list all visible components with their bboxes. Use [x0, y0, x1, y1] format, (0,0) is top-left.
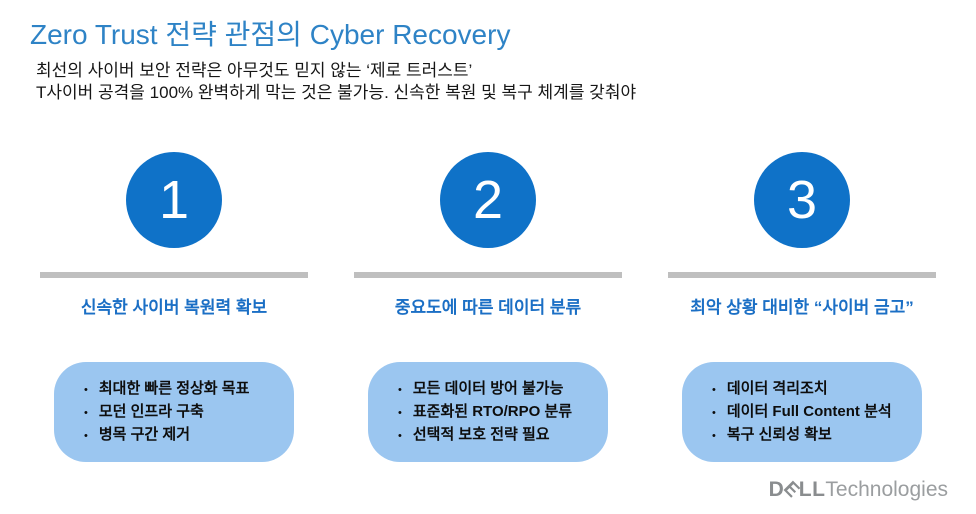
bullet-text: 선택적 보호 전략 필요	[412, 425, 550, 443]
bullet-text: 최대한 빠른 정상화 목표	[98, 379, 250, 397]
divider-bar	[354, 272, 622, 278]
step-1-number: 1	[158, 170, 190, 230]
bullet-icon: •	[712, 406, 716, 419]
bullet-text: 표준화된 RTO/RPO 분류	[412, 402, 573, 420]
bullet-list: • 최대한 빠른 정상화 목표 • 모던 인프라 구축 • 병목 구간 제거	[54, 378, 259, 447]
list-item: • 표준화된 RTO/RPO 분류	[398, 401, 572, 424]
step-2-circle: 2	[440, 152, 536, 248]
step-column-3: 3 최악 상황 대비한 “사이버 금고” • 데이터 격리조치 • 데이터 Full…	[668, 152, 936, 462]
step-2-number: 2	[472, 170, 504, 230]
bullet-icon: •	[398, 429, 402, 442]
step-1-bullet-box: • 최대한 빠른 정상화 목표 • 모던 인프라 구축 • 병목 구간 제거	[54, 362, 294, 462]
step-column-1: 1 신속한 사이버 복원력 확보 • 최대한 빠른 정상화 목표 • 모던 인프라 …	[40, 152, 308, 462]
dell-letter-d: D	[768, 478, 785, 501]
list-item: • 데이터 격리조치	[712, 378, 892, 401]
step-3-bullet-box: • 데이터 격리조치 • 데이터 Full Content 분석 • 복구 신뢰성 확…	[682, 362, 922, 462]
divider-bar	[40, 272, 308, 278]
page-title: Zero Trust 전략 관점의 Cyber Recovery	[30, 19, 511, 50]
bullet-list: • 모든 데이터 방어 불가능 • 표준화된 RTO/RPO 분류 • 선택적 보호 …	[368, 378, 582, 447]
bullet-icon: •	[84, 429, 88, 442]
bullet-text: 데이터 격리조치	[726, 379, 828, 397]
bullet-text: 데이터 Full Content 분석	[726, 402, 892, 420]
bullet-list: • 데이터 격리조치 • 데이터 Full Content 분석 • 복구 신뢰성 확…	[682, 378, 902, 447]
list-item: • 병목 구간 제거	[84, 424, 249, 447]
list-item: • 최대한 빠른 정상화 목표	[84, 378, 249, 401]
step-2-bullet-box: • 모든 데이터 방어 불가능 • 표준화된 RTO/RPO 분류 • 선택적 보호 …	[368, 362, 608, 462]
technologies-wordmark: Technologies	[825, 478, 948, 501]
slide-subtitle: 최선의 사이버 보안 전략은 아무것도 믿지 않는 ‘제로 트러스트’ T사이버…	[36, 60, 956, 105]
step-3-circle: 3	[754, 152, 850, 248]
step-1-circle: 1	[126, 152, 222, 248]
dell-letters-ll: LL	[798, 478, 826, 501]
bullet-text: 복구 신뢰성 확보	[726, 425, 832, 443]
bullet-text: 병목 구간 제거	[98, 425, 190, 443]
step-2-heading: 중요도에 따른 데이터 분류	[394, 298, 582, 317]
step-3-number: 3	[786, 170, 818, 230]
subtitle-line-1: 최선의 사이버 보안 전략은 아무것도 믿지 않는 ‘제로 트러스트’	[36, 60, 473, 80]
subtitle-line-2: T사이버 공격을 100% 완벽하게 막는 것은 불가능. 신속한 복원 및 복…	[36, 83, 637, 103]
bullet-icon: •	[712, 429, 716, 442]
bullet-icon: •	[84, 383, 88, 396]
list-item: • 모든 데이터 방어 불가능	[398, 378, 572, 401]
slide-header: Zero Trust 전략 관점의 Cyber Recovery 최선의 사이버…	[30, 18, 956, 104]
bullet-icon: •	[398, 383, 402, 396]
step-column-2: 2 중요도에 따른 데이터 분류 • 모든 데이터 방어 불가능 • 표준화된 RT…	[354, 152, 622, 462]
bullet-text: 모든 데이터 방어 불가능	[412, 379, 564, 397]
list-item: • 데이터 Full Content 분석	[712, 401, 892, 424]
bullet-text: 모던 인프라 구축	[98, 402, 204, 420]
list-item: • 선택적 보호 전략 필요	[398, 424, 572, 447]
step-1-heading: 신속한 사이버 복원력 확보	[80, 298, 268, 317]
step-3-heading: 최악 상황 대비한 “사이버 금고”	[690, 298, 914, 317]
list-item: • 모던 인프라 구축	[84, 401, 249, 424]
bullet-icon: •	[84, 406, 88, 419]
divider-bar	[668, 272, 936, 278]
bullet-icon: •	[712, 383, 716, 396]
list-item: • 복구 신뢰성 확보	[712, 424, 892, 447]
steps-row: 1 신속한 사이버 복원력 확보 • 최대한 빠른 정상화 목표 • 모던 인프라 …	[0, 152, 976, 462]
bullet-icon: •	[398, 406, 402, 419]
